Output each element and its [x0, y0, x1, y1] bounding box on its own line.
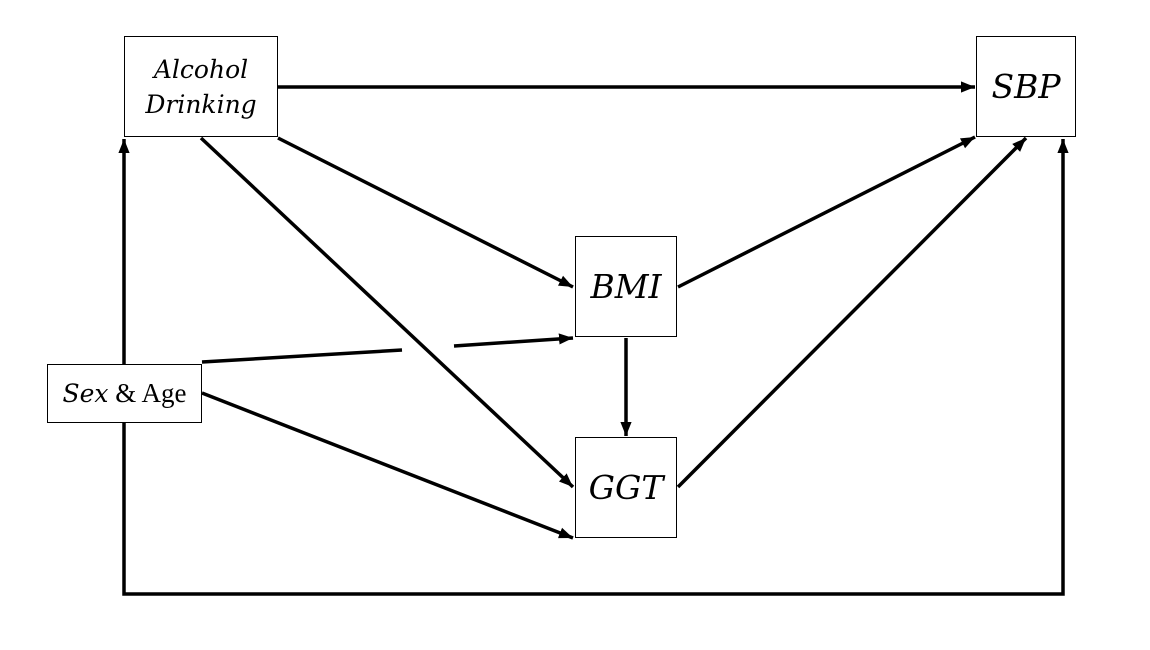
- node-and-age-label: & Age: [108, 378, 187, 408]
- edge-sexage-to-ggt: [201, 391, 574, 540]
- node-alcohol-line1: Alcohol: [153, 54, 249, 84]
- node-bmi-label: BMI: [590, 267, 662, 306]
- node-ggt: GGT: [575, 437, 677, 538]
- edge-alcohol-to-bmi: [277, 136, 574, 289]
- edge-ggt-to-sbp: [676, 136, 1028, 489]
- node-alcohol-drinking: Alcohol Drinking: [124, 36, 278, 137]
- node-sex-age: Sex & Age: [47, 364, 202, 423]
- node-bmi: BMI: [575, 236, 677, 337]
- node-ggt-label: GGT: [588, 468, 664, 507]
- edge-sexage-to-bmi-part1: [201, 348, 403, 364]
- node-sbp: SBP: [976, 36, 1076, 137]
- edge-bmi-to-sbp: [677, 135, 976, 289]
- node-sbp-label: SBP: [991, 67, 1061, 106]
- edge-sexage-to-bmi-part2: [453, 333, 574, 348]
- edge-alcohol-to-ggt: [199, 136, 575, 489]
- edge-sexage-to-sbp: [122, 139, 1069, 596]
- node-sex-label: Sex: [62, 379, 109, 408]
- node-alcohol-line2: Drinking: [145, 89, 257, 119]
